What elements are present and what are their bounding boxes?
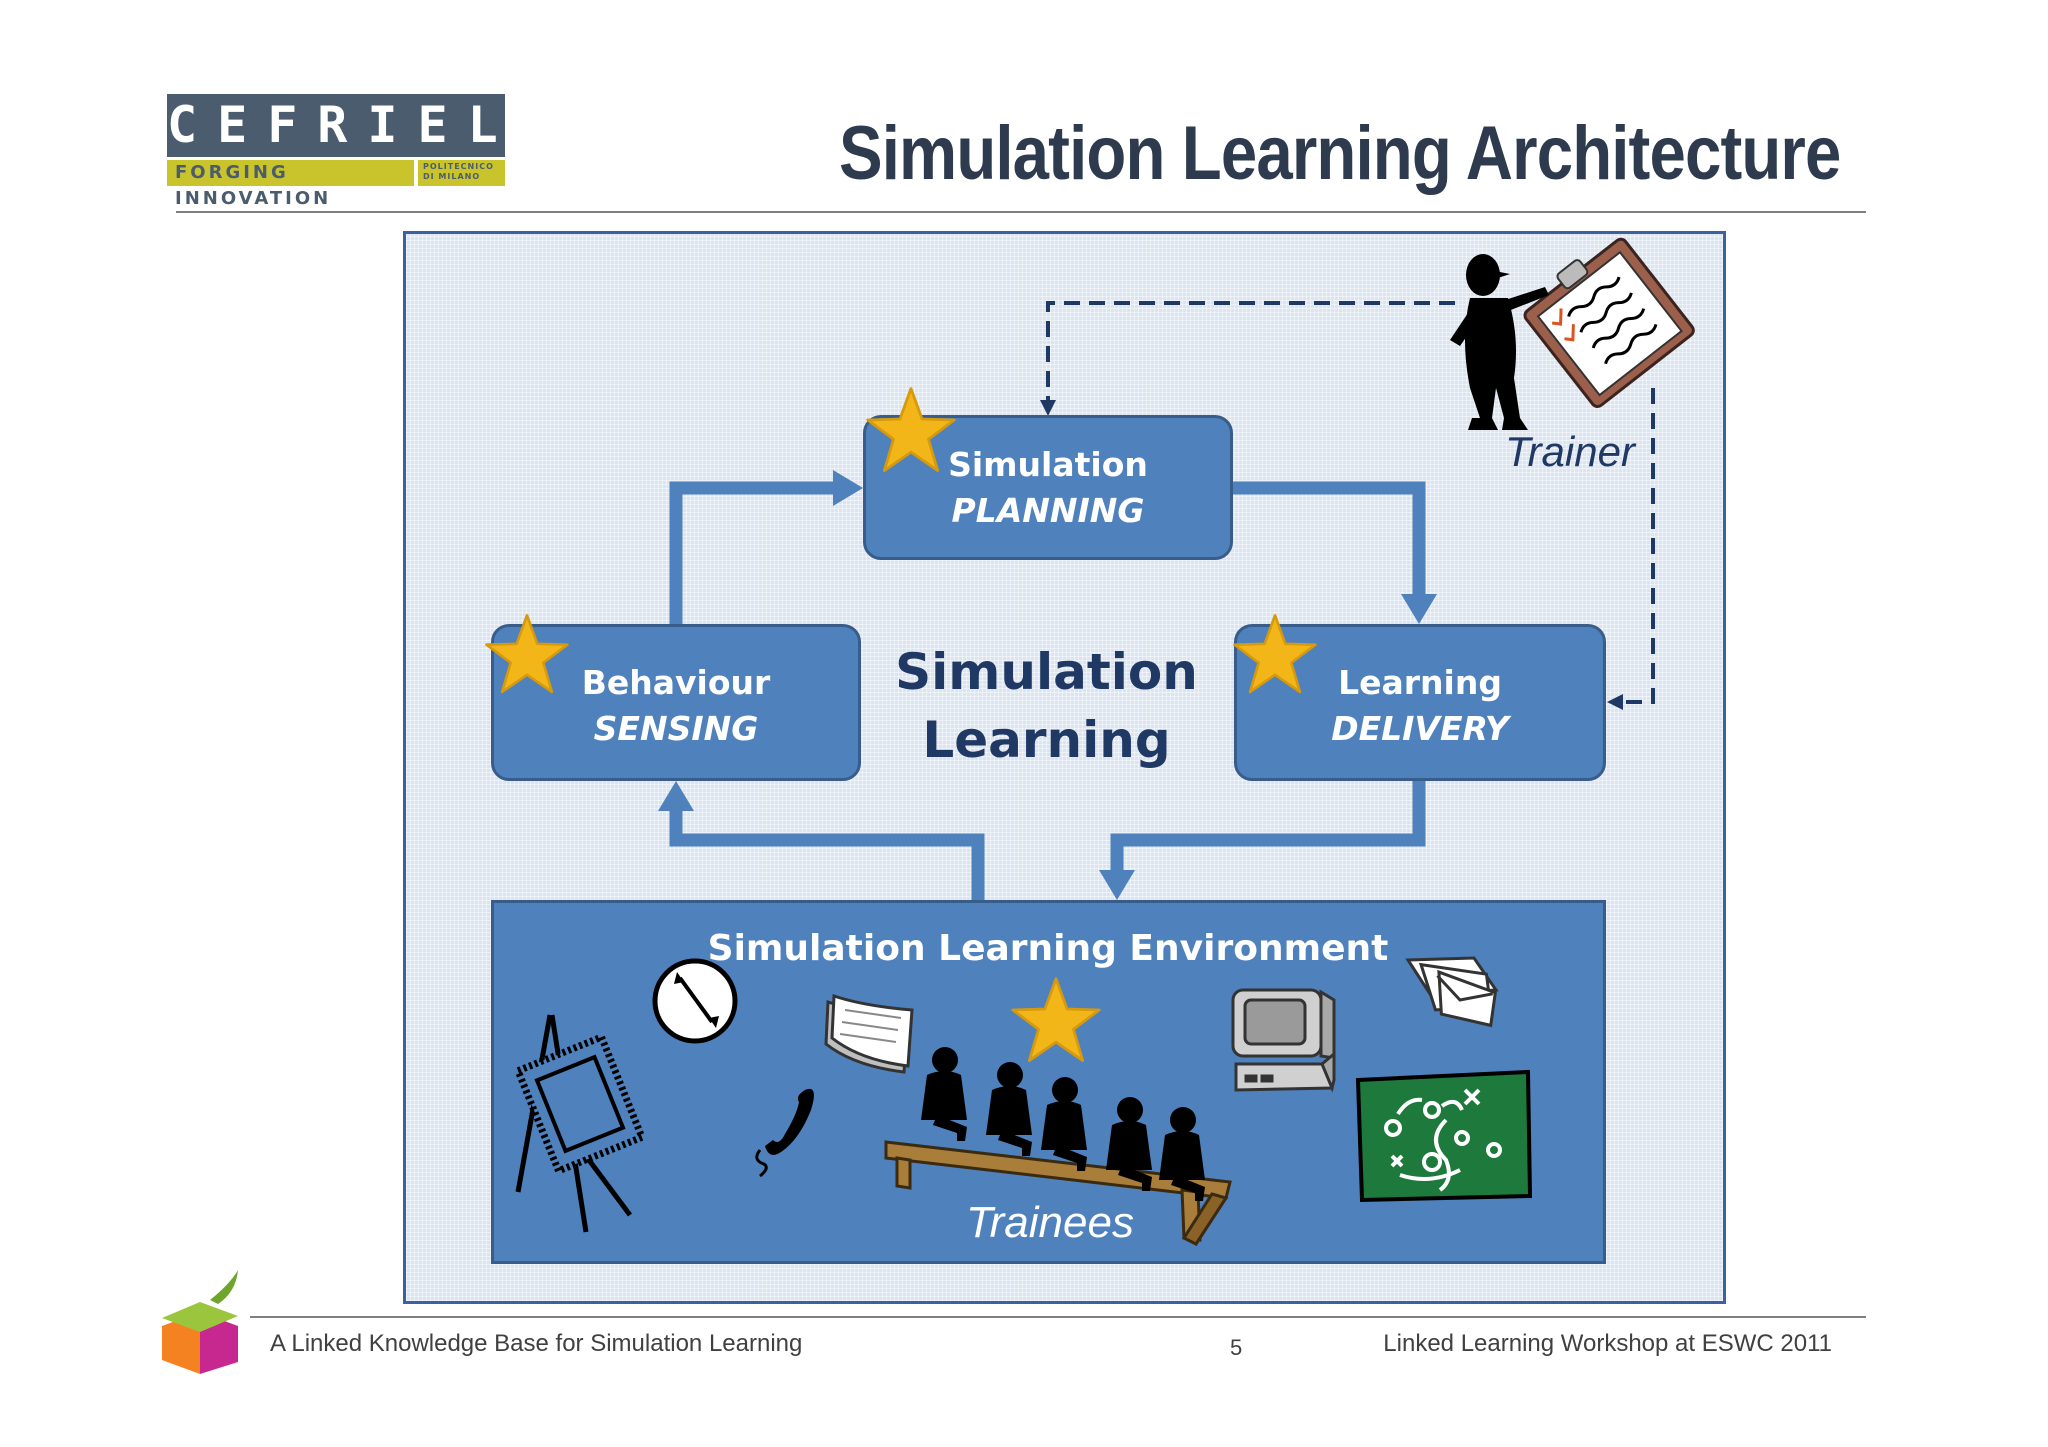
trainer-to-planning [1046,301,1455,400]
slide-title: Simulation Learning Architecture [838,111,1841,196]
arrowhead-planning [833,470,863,506]
center-label-line2: Learning [922,711,1171,769]
trainer-with-clipboard-icon [1450,237,1695,430]
chalkboard-tactics-icon [1355,1069,1533,1203]
sensing-box-line2: SENSING [593,709,759,748]
clock-icon [652,958,738,1044]
flow-arrows [669,481,1426,900]
computer-icon [1231,988,1336,1093]
center-label: Simulation Learning [880,638,1213,774]
logo-partner: POLITECNICO DI MILANO [423,162,494,181]
book-icon [824,993,914,1074]
logo-divider [414,160,418,186]
arrow-planning-to-delivery [1233,481,1426,600]
star-icon-environment [1011,977,1101,1062]
trainer-label: Trainer [1505,428,1635,475]
page-number: 5 [1230,1335,1243,1360]
sensing-box-line1: Behaviour [581,663,771,702]
delivery-box: Learning DELIVERY [1234,624,1606,781]
arrowhead-sensing [658,781,694,811]
arrow-delivery-to-environment [1110,781,1426,878]
planning-box-line1: Simulation [948,445,1148,484]
logo-top-band [167,94,505,157]
center-label-line1: Simulation [895,643,1198,701]
trainees-label: Trainees [966,1198,1134,1247]
planning-box-line2: PLANNING [951,491,1145,530]
arrowhead-delivery [1401,594,1437,624]
arrow-environment-to-sensing [669,806,985,900]
trainees-on-bench-icon [884,1047,1232,1246]
arrow-sensing-to-planning [669,481,840,624]
trainer-links [1046,301,1655,704]
arrowhead-environment [1099,870,1135,900]
trainer-to-delivery [1625,388,1655,704]
environment-title: Simulation Learning Environment [707,928,1389,969]
logo-tagline-band [167,160,505,186]
planning-box: Simulation PLANNING [863,415,1233,560]
cube-logo-icon [162,1270,238,1374]
arrowhead-trainer-delivery [1607,694,1623,710]
phone-icon [755,1088,814,1178]
logo-tagline: FORGING INNOVATION [175,162,332,209]
delivery-box-line2: DELIVERY [1331,709,1509,748]
envelopes-icon [1405,956,1499,1028]
logo-wordmark: CEFRIEL [167,96,518,154]
arrowhead-trainer-planning [1040,400,1056,416]
delivery-box-line1: Learning [1338,663,1502,702]
footer-title: A Linked Knowledge Base for Simulation L… [270,1330,803,1357]
easel-icon [513,1014,647,1233]
cefriel-logo: CEFRIEL FORGING INNOVATION POLITECNICO D… [167,94,518,209]
footer-divider [250,1316,1866,1318]
footer-event: Linked Learning Workshop at ESWC 2011 [1383,1330,1832,1357]
sensing-box: Behaviour SENSING [491,624,861,781]
title-divider [176,211,1866,213]
